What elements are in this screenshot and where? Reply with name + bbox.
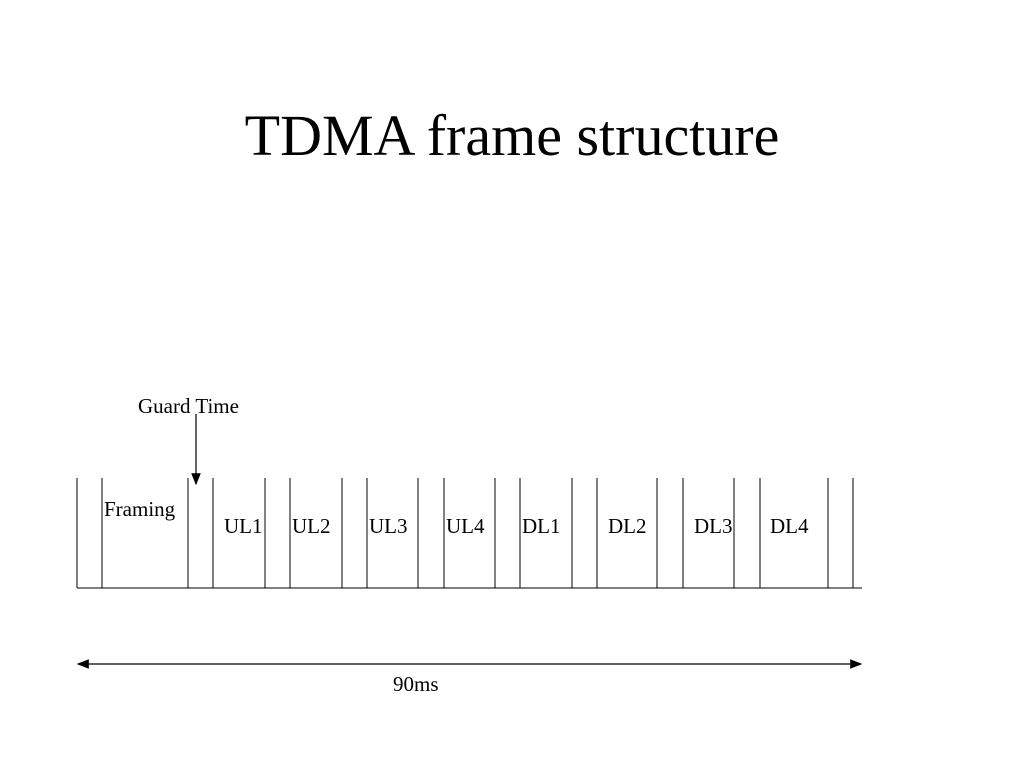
framing-label: Framing bbox=[104, 497, 176, 521]
slot-label-dl4: DL4 bbox=[770, 514, 809, 538]
slot-label-dl3: DL3 bbox=[694, 514, 733, 538]
slot-label-ul2: UL2 bbox=[292, 514, 331, 538]
slot-label-dl2: DL2 bbox=[608, 514, 647, 538]
slot-label-ul4: UL4 bbox=[446, 514, 485, 538]
slot-label-dl1: DL1 bbox=[522, 514, 561, 538]
guard-time-label: Guard Time bbox=[138, 394, 239, 418]
slide-title: TDMA frame structure bbox=[244, 103, 780, 168]
slot-dividers bbox=[76, 478, 854, 588]
frame-duration-label: 90ms bbox=[393, 672, 439, 696]
slot-label-ul3: UL3 bbox=[369, 514, 408, 538]
slot-label-ul1: UL1 bbox=[224, 514, 263, 538]
